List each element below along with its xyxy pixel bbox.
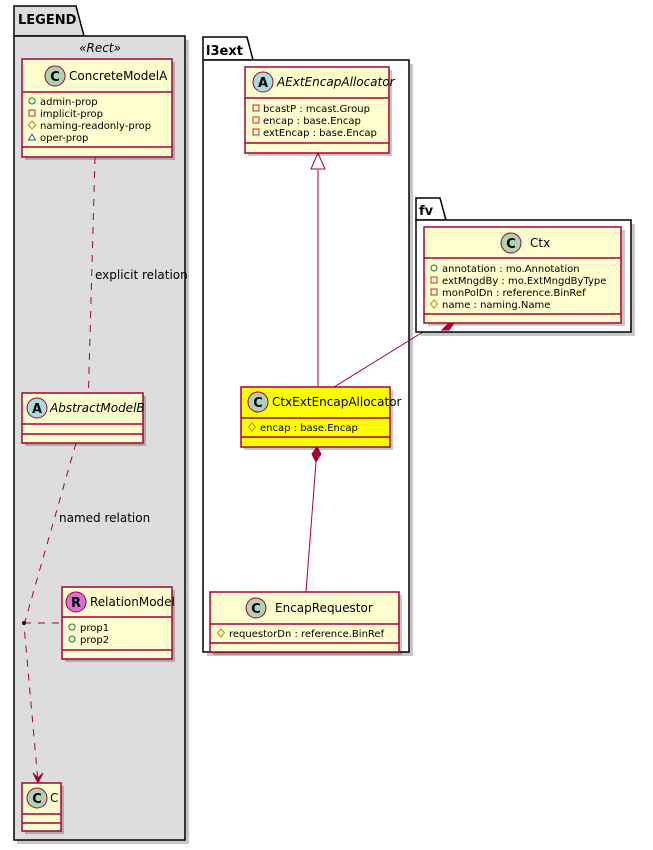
attribute: monPolDn : reference.BinRef — [442, 288, 586, 299]
package-title: LEGEND — [18, 13, 77, 28]
class-name: CtxExtEncapAllocator — [272, 395, 402, 409]
class-encap-requestor[interactable]: C EncapRequestor requestorDn : reference… — [209, 591, 402, 655]
inheritance-arrow-icon — [310, 151, 326, 170]
protected-icon — [216, 628, 226, 638]
class-abstract-model-b[interactable]: A AbstractModelB — [21, 392, 146, 446]
class-badge-letter: A — [32, 402, 42, 417]
attribute: admin-prop — [40, 97, 98, 108]
class-badge-icon — [26, 787, 48, 809]
package-title: fv — [419, 204, 434, 219]
private-icon — [252, 128, 260, 136]
public-icon — [68, 635, 76, 643]
class-badge-letter: C — [32, 792, 42, 807]
relation-label: explicit relation — [95, 268, 188, 282]
class-badge-letter: C — [506, 237, 516, 252]
class-badge-letter: A — [258, 76, 268, 91]
private-icon — [252, 104, 260, 112]
protected-icon — [429, 299, 439, 309]
class-badge-letter: C — [50, 70, 60, 85]
attribute: requestorDn : reference.BinRef — [229, 629, 385, 640]
attribute: name : naming.Name — [442, 300, 550, 311]
class-badge-icon — [245, 597, 267, 619]
package-visibility-icon — [27, 133, 37, 141]
class-concrete-model-a[interactable]: C ConcreteModelA admin-prop implicit-pro… — [21, 58, 175, 160]
class-badge-letter: R — [71, 596, 81, 611]
public-icon — [430, 264, 438, 272]
abstract-badge-icon — [252, 71, 274, 93]
relation-named: named relation — [22, 442, 150, 785]
relation-label: named relation — [59, 511, 150, 525]
class-badge-icon — [247, 391, 269, 413]
private-icon — [430, 288, 438, 296]
attribute: annotation : mo.Annotation — [442, 264, 580, 275]
relation-composition-requestor — [305, 446, 322, 593]
class-ctx-ext-encap-allocator[interactable]: C CtxExtEncapAllocator encap : base.Enca… — [240, 386, 402, 450]
attribute: extMngdBy : mo.ExtMngdByType — [442, 276, 606, 287]
attribute: oper-prop — [40, 133, 88, 144]
protected-icon — [27, 120, 37, 130]
public-icon — [28, 97, 36, 105]
attribute: naming-readonly-prop — [40, 121, 151, 132]
class-name: RelationModel — [90, 595, 175, 609]
class-name: Ctx — [530, 236, 550, 250]
package-l3ext: l3ext — [202, 36, 413, 656]
class-badge-icon — [44, 65, 66, 87]
attribute: bcastP : mcast.Group — [263, 104, 370, 115]
private-icon — [252, 116, 260, 124]
relation-inheritance — [310, 151, 326, 387]
class-badge-icon — [500, 232, 522, 254]
arrowhead-icon — [32, 772, 44, 785]
package-title: l3ext — [206, 44, 243, 59]
attribute: encap : base.Encap — [263, 116, 361, 127]
composition-diamond-icon — [440, 322, 455, 331]
class-name: ConcreteModelA — [69, 69, 168, 83]
class-ctx[interactable]: C Ctx annotation : mo.Annotation extMngd… — [423, 226, 625, 326]
attribute: encap : base.Encap — [260, 423, 358, 434]
class-badge-letter: C — [253, 396, 263, 411]
protected-icon — [247, 422, 257, 432]
class-relation-model[interactable]: R RelationModel prop1 prop2 — [61, 586, 175, 662]
attribute: implicit-prop — [40, 109, 103, 120]
class-aext-encap-allocator[interactable]: A AExtEncapAllocator bcastP : mcast.Grou… — [244, 66, 396, 156]
private-icon — [430, 276, 438, 284]
class-c[interactable]: C C — [21, 782, 64, 834]
class-name: C — [50, 791, 58, 805]
attribute: prop1 — [80, 623, 109, 634]
attribute: prop2 — [80, 635, 109, 646]
abstract-badge-icon — [26, 397, 48, 419]
class-name: AExtEncapAllocator — [276, 75, 396, 89]
public-icon — [68, 623, 76, 631]
package-body — [202, 59, 410, 653]
private-icon — [28, 109, 36, 117]
attribute: extEncap : base.Encap — [263, 128, 377, 139]
package-stereotype: «Rect» — [79, 41, 121, 55]
relation-badge-icon — [65, 591, 87, 613]
class-name: EncapRequestor — [275, 601, 373, 615]
class-name: AbstractModelB — [49, 401, 145, 415]
class-badge-letter: C — [251, 602, 261, 617]
composition-diamond-icon — [311, 446, 322, 464]
